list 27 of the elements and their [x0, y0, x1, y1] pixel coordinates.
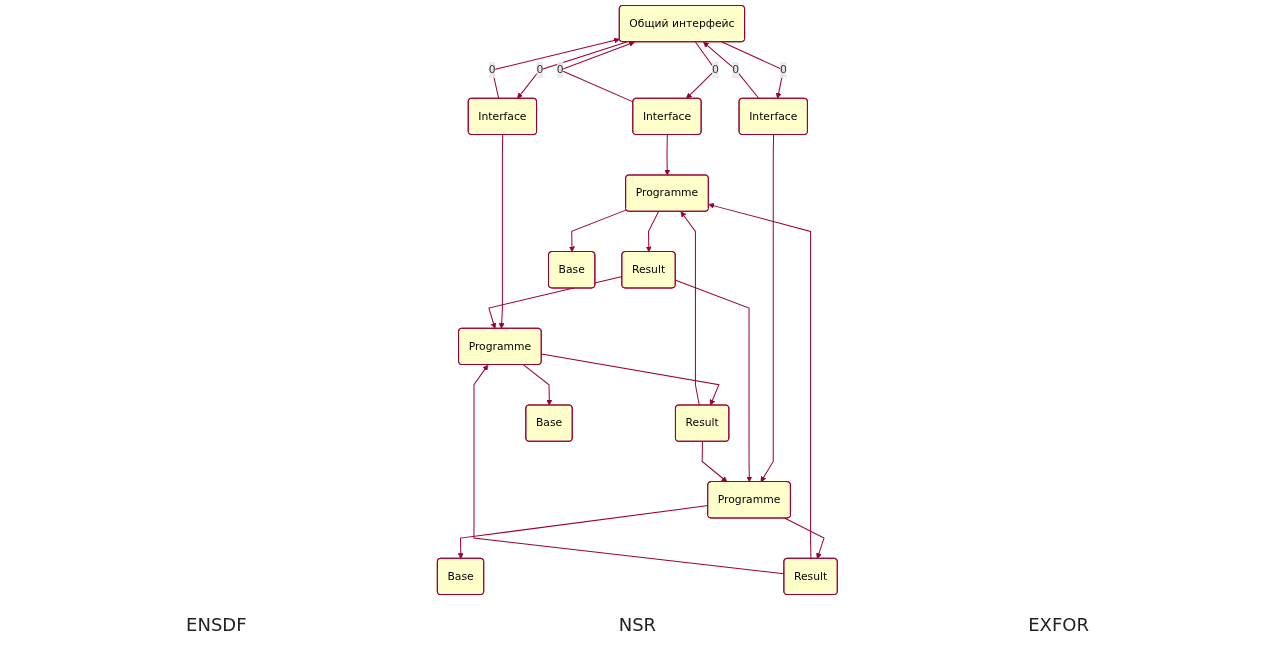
arrow [523, 364, 553, 406]
arrow [680, 211, 700, 406]
arrow [721, 41, 785, 99]
arrow [664, 134, 671, 176]
edge-label: 0 [488, 63, 496, 77]
arrow [491, 37, 621, 100]
edge-label: 0 [732, 63, 740, 77]
arrow [760, 134, 775, 483]
edge-label: 0 [556, 63, 564, 77]
arrow [498, 134, 505, 329]
arrow [675, 279, 753, 483]
arrow [701, 441, 728, 483]
arrow [473, 364, 785, 575]
arrow [569, 209, 628, 253]
edge-label: 0 [780, 63, 787, 77]
arrow [646, 211, 660, 253]
arrow [517, 41, 628, 99]
arrow [703, 41, 760, 100]
edge-label: 0 [712, 63, 720, 77]
column-label: EXFOR [1028, 613, 1089, 635]
column-label: NSR [618, 613, 657, 635]
arrow [488, 276, 623, 329]
arrow [541, 353, 720, 406]
arrow [784, 517, 825, 559]
arrow [708, 202, 812, 560]
edge-label: 0 [536, 63, 544, 77]
column-label: ENSDF [186, 613, 247, 635]
